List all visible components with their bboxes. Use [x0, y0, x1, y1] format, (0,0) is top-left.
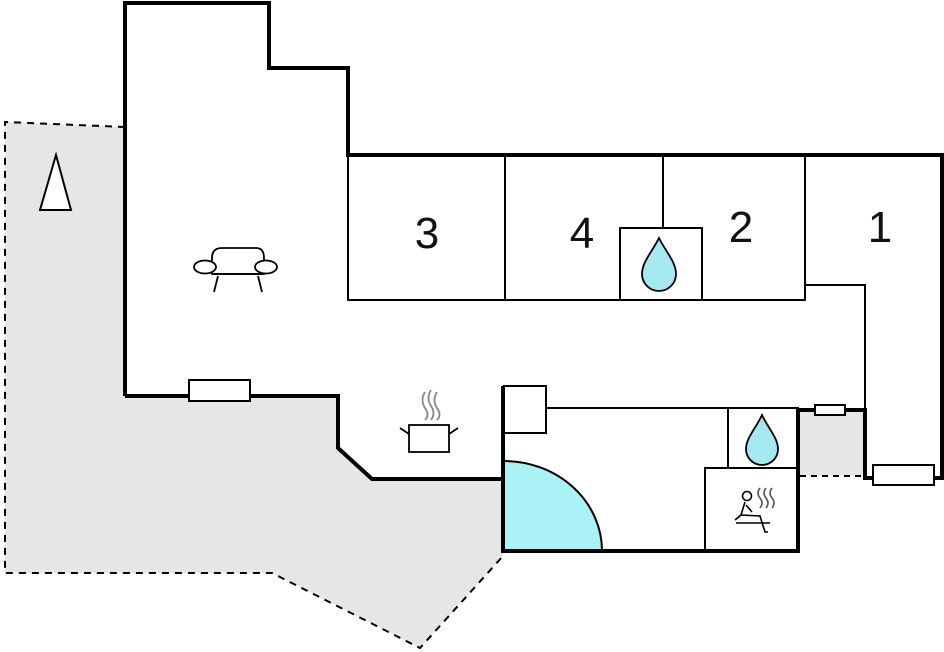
- exterior-walls: [123, 1, 944, 553]
- sofa-icon: [193, 247, 278, 293]
- window-icon: [872, 464, 935, 486]
- shower-area: [502, 459, 604, 552]
- window-icon: [814, 404, 846, 416]
- room-1-label: 1: [868, 203, 892, 252]
- room-4-label: 4: [570, 209, 594, 258]
- water-drop-icon: [745, 412, 779, 466]
- sauna-icon: [734, 487, 775, 533]
- room-3-label: 3: [415, 209, 439, 258]
- cooking-pot-icon: [399, 389, 459, 453]
- room-2-label: 2: [729, 203, 753, 252]
- north-arrow-icon: [38, 151, 73, 211]
- windows: [188, 379, 935, 486]
- window-icon: [188, 379, 251, 402]
- water-drop-icon: [641, 235, 677, 292]
- outdoor-terrace: [4, 120, 504, 650]
- side-terrace: [800, 410, 865, 477]
- interior-walls: [347, 155, 866, 551]
